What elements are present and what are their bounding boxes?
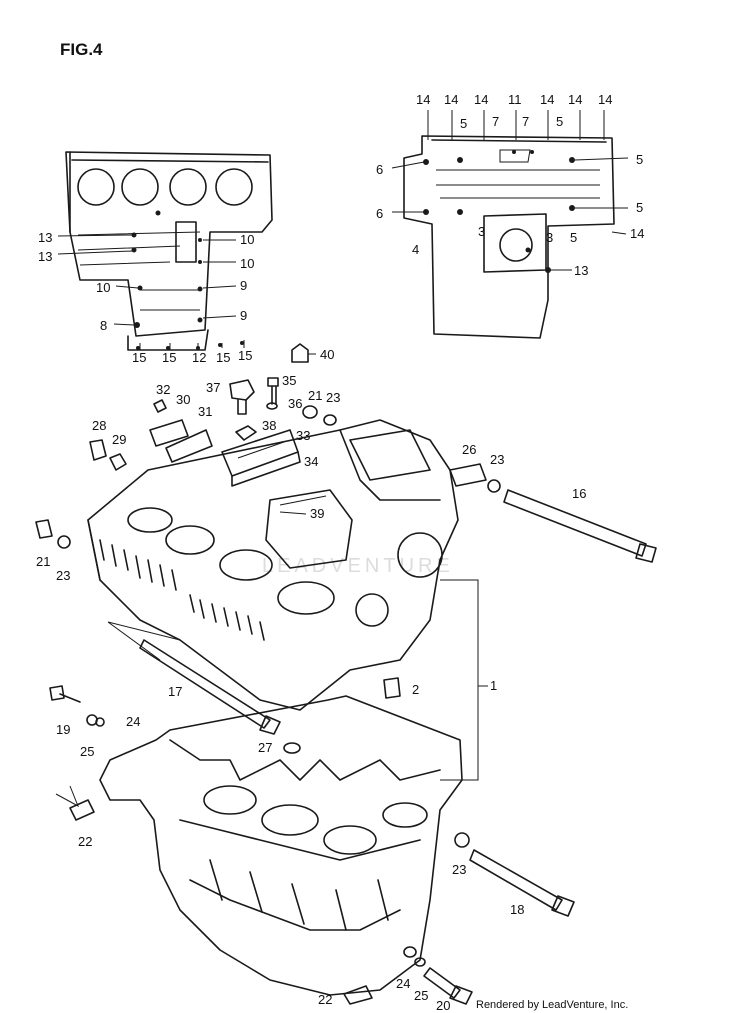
- part-label: 30: [176, 392, 190, 407]
- part-label: 1: [490, 678, 497, 693]
- part-label: 18: [510, 902, 524, 917]
- part-label: 10: [240, 232, 254, 247]
- part-label: 39: [310, 506, 324, 521]
- part-label: 3: [546, 230, 553, 245]
- part-label: 13: [38, 249, 52, 264]
- part-label: 21: [36, 554, 50, 569]
- part-label: 25: [80, 744, 94, 759]
- small-parts: [35, 343, 657, 1005]
- part-label: 17: [168, 684, 182, 699]
- part-label: 8: [100, 318, 107, 333]
- part-label: 37: [206, 380, 220, 395]
- part-label: 25: [414, 988, 428, 1003]
- figure-title: FIG.4: [60, 40, 103, 59]
- part-label: 19: [56, 722, 70, 737]
- part-label: 23: [326, 390, 340, 405]
- credit-text: Rendered by LeadVenture, Inc.: [476, 999, 628, 1011]
- part-label: 33: [296, 428, 310, 443]
- part-label: 5: [636, 200, 643, 215]
- part-label: 13: [38, 230, 52, 245]
- part-label: 14: [568, 92, 582, 107]
- part-label: 5: [556, 114, 563, 129]
- part-label: 20: [436, 998, 450, 1013]
- part-label: 16: [572, 486, 586, 501]
- part-label: 2: [412, 682, 419, 697]
- part-label: 22: [318, 992, 332, 1007]
- part-label: 14: [444, 92, 458, 107]
- part-label: 32: [156, 382, 170, 397]
- part-label: 15: [238, 348, 252, 363]
- part-label: 10: [240, 256, 254, 271]
- part-label: 38: [262, 418, 276, 433]
- part-label: 26: [462, 442, 476, 457]
- part-label: 29: [112, 432, 126, 447]
- part-label: 27: [258, 740, 272, 755]
- part-label: 23: [452, 862, 466, 877]
- part-label: 23: [56, 568, 70, 583]
- part-label: 23: [490, 452, 504, 467]
- lower-crankcase-isometric: [99, 695, 463, 996]
- upper-crankcase-isometric: [87, 419, 459, 711]
- part-label: 14: [474, 92, 488, 107]
- part-label: 15: [132, 350, 146, 365]
- part-label: 4: [412, 242, 419, 257]
- part-label: 14: [598, 92, 612, 107]
- lower-crankcase-bottom-view: [391, 110, 629, 339]
- part-label: 6: [376, 162, 383, 177]
- part-labels: 14 14 14 11 14 14 14 5 7 7 5 6 6 5 5 4 3…: [36, 92, 644, 1013]
- part-label: 12: [192, 350, 206, 365]
- part-label: 6: [376, 206, 383, 221]
- part-label: 24: [126, 714, 140, 729]
- part-label: 14: [540, 92, 554, 107]
- part-label: 24: [396, 976, 410, 991]
- part-label: 40: [320, 347, 334, 362]
- part-label: 21: [308, 388, 322, 403]
- part-label: 7: [492, 114, 499, 129]
- part-label: 34: [304, 454, 318, 469]
- part-label: 14: [416, 92, 430, 107]
- part-label: 14: [630, 226, 644, 241]
- part-label: 10: [96, 280, 110, 295]
- part-label: 9: [240, 308, 247, 323]
- part-label: 36: [288, 396, 302, 411]
- part-label: 5: [636, 152, 643, 167]
- watermark: LEADVENTURE: [262, 555, 454, 577]
- part-label: 13: [574, 263, 588, 278]
- part-label: 28: [92, 418, 106, 433]
- svg-text:FIG.4: FIG.4: [60, 40, 103, 59]
- part-label: 5: [570, 230, 577, 245]
- part-label: 5: [460, 116, 467, 131]
- part-label: 3: [478, 224, 485, 239]
- part-label: 35: [282, 373, 296, 388]
- part-label: 9: [240, 278, 247, 293]
- part-label: 31: [198, 404, 212, 419]
- part-label: 15: [162, 350, 176, 365]
- upper-crankcase-top-view: [57, 151, 273, 351]
- part-label: 11: [508, 92, 522, 107]
- part-label: 15: [216, 350, 230, 365]
- part-label: 22: [78, 834, 92, 849]
- part-label: 7: [522, 114, 529, 129]
